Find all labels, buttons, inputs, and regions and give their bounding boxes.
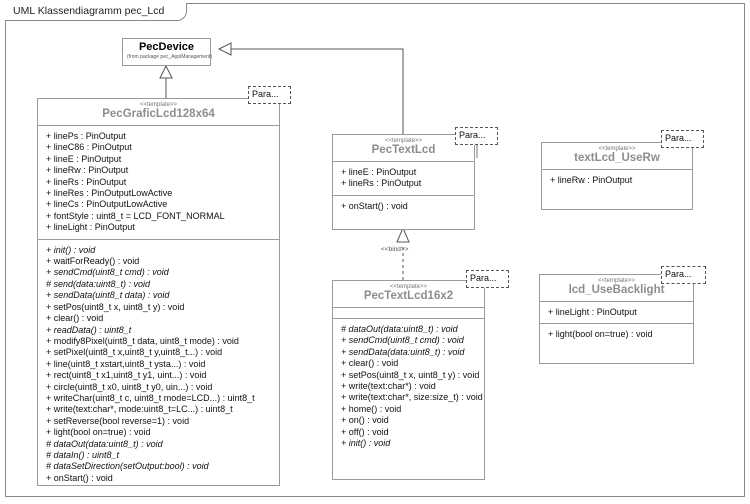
pectextlcd-attributes: + lineE : PinOutput+ lineRs : PinOutput [333, 162, 474, 196]
class-operation: + circle(uint8_t x0, uint8_t y0, uin...)… [46, 381, 213, 392]
graficlcd-attributes: + linePs : PinOutput+ lineC86 : PinOutpu… [38, 126, 279, 240]
textlcd16x2-operations: # dataOut(data:uint8_t) : void+ sendCmd(… [333, 319, 484, 454]
class-operation: + rect(uint8_t x1,uint8_t y1, uint...) :… [46, 370, 207, 381]
graficlcd-header: <<template>> PecGraficLcd128x64 [38, 99, 279, 126]
diagram-frame-tab: UML Klassendiagramm pec_Lcd [5, 3, 188, 21]
class-box-pecdevice[interactable]: PecDevice (from package pec_ApplManageme… [122, 38, 213, 66]
class-box-lcd-usebacklight[interactable]: <<template>> lcd_UseBacklight + lineLigh… [539, 274, 694, 364]
class-attribute: + lineRes : PinOutputLowActive [46, 188, 173, 199]
graficlcd-title: PecGraficLcd128x64 [102, 108, 215, 120]
backlight-stereotype: <<template>> [597, 278, 636, 284]
class-box-textlcd-userw[interactable]: <<template>> textLcd_UseRw + lineRw : Pi… [541, 142, 693, 210]
pecdevice-subtitle: (from package pec_ApplManagement) [127, 54, 213, 60]
class-box-pectextlcd16x2[interactable]: <<template>> PecTextLcd16x2 # dataOut(da… [332, 280, 485, 480]
class-operation: # dataSetDirection(setOutput:bool) : voi… [46, 461, 209, 472]
class-box-pectextlcd[interactable]: <<template>> PecTextLcd + lineE : PinOut… [332, 134, 475, 230]
class-operation: + writeChar(uint8_t c, uint8_t mode=LCD.… [46, 392, 255, 403]
textlcd16x2-title: PecTextLcd16x2 [363, 290, 454, 302]
class-operation: + clear() : void [341, 358, 399, 369]
pecdevice-header: PecDevice (from package pec_ApplManageme… [123, 39, 213, 65]
userw-header: <<template>> textLcd_UseRw [542, 143, 692, 170]
class-operation: + write(text:char*) : void [341, 381, 436, 392]
class-operation: + init() : void [341, 438, 391, 449]
class-operation: + sendData(uint8_t data) : void [46, 290, 170, 301]
userw-stereotype: <<template>> [598, 146, 636, 152]
graficlcd-stereotype: <<template>> [139, 102, 178, 108]
class-attribute: + lineE : PinOutput [341, 167, 417, 177]
class-attribute: + lineRs : PinOutput [46, 176, 127, 187]
class-operation: + home() : void [341, 403, 402, 414]
class-operation: + waitForReady() : void [46, 256, 140, 267]
class-box-pecgraficlcd128x64[interactable]: <<template>> PecGraficLcd128x64 + linePs… [37, 98, 280, 486]
class-operation: + write(text:char*, mode:uint8_t=LC...) … [46, 404, 233, 415]
userw-title: textLcd_UseRw [574, 152, 660, 164]
textlcd16x2-stereotype: <<template>> [389, 284, 428, 290]
class-operation: # dataOut(data:uint8_t) : void [46, 438, 163, 449]
class-attribute: + lineCs : PinOutputLowActive [46, 199, 168, 210]
class-attribute: + lineLight : PinOutput [46, 222, 135, 233]
backlight-attributes: + lineLight : PinOutput [540, 302, 693, 325]
class-attribute: + lineRw : PinOutput [46, 165, 129, 176]
class-attribute: + lineLight : PinOutput [548, 307, 637, 317]
class-operation: + modify8Pixel(uint8_t data, uint8_t mod… [46, 335, 239, 346]
param-box-backlight[interactable]: Para... [661, 266, 706, 284]
backlight-operations: + light(bool on=true) : void [540, 324, 693, 345]
class-operation: # dataIn() : uint8_t [46, 449, 120, 460]
param-box-pectextlcd[interactable]: Para... [455, 127, 498, 145]
class-attribute: + lineRw : PinOutput [550, 175, 633, 185]
pectextlcd-title: PecTextLcd [371, 144, 436, 156]
textlcd16x2-attributes [333, 308, 484, 319]
param-box-textlcd16x2[interactable]: Para... [466, 270, 509, 288]
class-operation: # dataOut(data:uint8_t) : void [341, 324, 458, 334]
class-attribute: + fontStyle : uint8_t = LCD_FONT_NORMAL [46, 210, 225, 221]
class-operation: + readData() : uint8_t [46, 324, 132, 335]
class-operation: + setPos(uint8_t x, uint8_t y) : void [46, 301, 185, 312]
class-attribute: + lineC86 : PinOutput [46, 142, 132, 153]
class-operation: + sendCmd(uint8_t cmd) : void [341, 335, 464, 346]
class-operation: + light(bool on=true) : void [46, 427, 151, 438]
class-operation: + on() : void [341, 415, 389, 426]
userw-attributes: + lineRw : PinOutput [542, 170, 692, 191]
class-operation: + sendCmd(uint8_t cmd) : void [46, 267, 169, 278]
pecdevice-title: PecDevice [138, 41, 195, 53]
pectextlcd-stereotype: <<template>> [384, 138, 423, 144]
backlight-title: lcd_UseBacklight [568, 284, 665, 296]
class-operation: + onStart() : void [46, 472, 113, 483]
class-operation: + onStart() : void [341, 200, 408, 211]
textlcd16x2-header: <<template>> PecTextLcd16x2 [333, 281, 484, 308]
class-operation: + setReverse(bool reverse=1) : void [46, 415, 190, 426]
class-operation: + write(text:char*, size:size_t) : void [341, 392, 483, 403]
pectextlcd-header: <<template>> PecTextLcd [333, 135, 474, 162]
class-attribute: + lineE : PinOutput [46, 153, 122, 164]
class-operation: + init() : void [46, 244, 96, 255]
class-operation: + sendData(data:uint8_t) : void [341, 346, 465, 357]
diagram-title: UML Klassendiagramm pec_Lcd [13, 5, 165, 18]
class-operation: + off() : void [341, 426, 389, 437]
param-box-userw[interactable]: Para... [661, 130, 704, 148]
bind-connector-label: <<bind>> [381, 246, 409, 253]
graficlcd-operations: + init() : void+ waitForReady() : void+ … [38, 240, 279, 490]
param-box-graficlcd[interactable]: Para... [248, 86, 291, 104]
class-operation: + light(bool on=true) : void [548, 329, 653, 340]
pectextlcd-operations: + onStart() : void [333, 196, 474, 217]
class-operation: + setPos(uint8_t x, uint8_t y) : void [341, 369, 480, 380]
backlight-header: <<template>> lcd_UseBacklight [540, 275, 693, 302]
class-attribute: + linePs : PinOutput [46, 131, 126, 141]
class-attribute: + lineRs : PinOutput [341, 178, 422, 189]
class-operation: + line(uint8_t xstart,uint8_t ysta...) :… [46, 358, 206, 369]
class-operation: # send(data:uint8_t) : void [46, 278, 151, 289]
class-operation: + setPixel(uint8_t x,uint8_t y,uint8_t..… [46, 347, 223, 358]
class-operation: + clear() : void [46, 313, 104, 324]
